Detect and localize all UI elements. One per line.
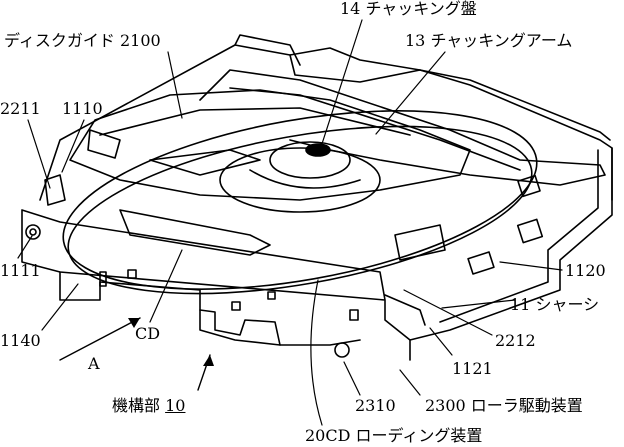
label-1111: 1111: [0, 261, 41, 280]
disc-guide-plate: [69, 89, 471, 201]
leader-1111: [17, 235, 33, 259]
label-chucking-arm: 13 チャッキングアーム: [405, 31, 573, 50]
leader-2211: [27, 119, 51, 189]
arrow-A-head: [128, 318, 140, 328]
cd-disc-edge: [67, 125, 533, 295]
left-bracket: [87, 129, 121, 159]
arrow-A-shaft: [59, 317, 141, 361]
label-2211: 2211: [0, 99, 41, 118]
label-disc-guide: ディスクガイド 2100: [4, 31, 161, 50]
arrow-mech-head: [203, 355, 214, 366]
disc-guide-slot: [149, 149, 261, 176]
leader-chassis: [441, 299, 516, 309]
label-A: A: [88, 354, 100, 373]
chucking-arm: [199, 69, 606, 186]
label-mechanism-number: 10: [165, 396, 186, 415]
front-screw-left-inner: [29, 228, 37, 236]
chassis-right-inner: [439, 149, 599, 323]
left-lever: [44, 174, 66, 206]
front-screw-left: [25, 224, 41, 240]
cd-disc: [62, 110, 538, 290]
chucking-hub: [269, 141, 351, 179]
label-chucking-disc: 14 チャッキング盤: [340, 0, 477, 18]
chassis-side-rail: [419, 69, 611, 141]
leader-2310: [343, 361, 361, 396]
chassis-top-frame: [39, 44, 613, 201]
label-2310: 2310: [355, 396, 396, 415]
label-1110: 1110: [62, 99, 103, 118]
front-plate: [21, 209, 411, 341]
front-hole-1: [127, 269, 137, 279]
front-hole-4: [349, 309, 359, 321]
front-hole-3: [267, 291, 276, 300]
roller-link: [384, 294, 426, 326]
leader-14: [319, 19, 363, 151]
leader-2100: [167, 51, 183, 119]
chucking-hub-outer: [219, 147, 381, 213]
label-2212: 2212: [495, 331, 536, 350]
chassis-rear-wall: [234, 34, 421, 83]
leader-20: [310, 279, 323, 426]
leader-CD: [149, 249, 183, 323]
label-roller-drive: 2300 ローラ駆動装置: [425, 396, 583, 415]
front-hole-5: [99, 271, 107, 287]
chassis-slot-2: [467, 251, 495, 275]
label-1140: 1140: [0, 331, 41, 350]
chassis-slot-1: [516, 218, 544, 244]
label-mechanism: 機構部 10: [112, 397, 185, 415]
front-screw-right: [334, 342, 350, 358]
leader-1140: [41, 283, 79, 331]
front-plate-tab: [199, 309, 281, 346]
leader-2212: [403, 289, 493, 336]
leader-1110: [61, 119, 85, 173]
leader-2300: [399, 369, 421, 396]
label-chassis: 11 シャーシ: [510, 295, 600, 314]
label-1121: 1121: [452, 359, 493, 378]
leader-1121: [429, 327, 453, 356]
leader-13: [375, 51, 446, 135]
right-bracket: [394, 224, 446, 261]
label-cd-loading: 20CD ローディング装置: [305, 426, 483, 445]
front-clamp-bracket: [119, 209, 271, 256]
front-hole-2: [231, 301, 241, 311]
chucking-hub-ring: [249, 169, 361, 189]
label-1120: 1120: [565, 261, 606, 280]
chucking-hub-center: [305, 143, 331, 157]
label-CD: CD: [135, 324, 161, 343]
chucking-arm-rib: [229, 87, 521, 171]
leader-1120: [499, 261, 563, 271]
disc-guide-rail: [99, 107, 411, 136]
label-mechanism-text: 機構部: [112, 396, 161, 415]
